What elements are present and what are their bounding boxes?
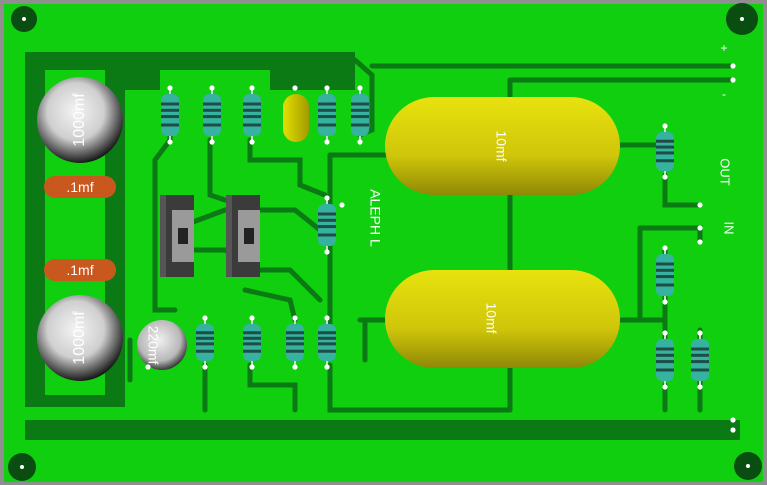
solder-pad [357,139,363,145]
solder-pad [249,85,255,91]
solder-pad [202,364,208,370]
solder-pad [292,315,298,321]
resistor [286,316,304,369]
solder-pad [730,63,736,69]
solder-pad [292,85,298,91]
solder-pad [662,299,668,305]
solder-pad [339,202,345,208]
solder-pad [167,139,173,145]
solder-pad [324,249,330,255]
solder-pad [697,384,703,390]
cap-label: .1mf [66,179,93,195]
resistor [318,196,336,254]
capacitor-0-1mf-bottom: .1mf [44,259,116,281]
resistor [691,331,709,389]
solder-pad [357,85,363,91]
solder-pad [324,364,330,370]
solder-pad [697,239,703,245]
solder-pad [249,315,255,321]
solder-pad [697,225,703,231]
solder-pad [209,85,215,91]
connector-in-label: IN [722,222,737,235]
solder-pad [324,85,330,91]
resistor [318,316,336,369]
resistor [196,316,214,369]
solder-pad [202,315,208,321]
solder-pad [209,139,215,145]
transistor-left [160,195,194,277]
connector-minus-label: - [722,87,726,101]
transistor-right [226,195,260,277]
connector-out-label: OUT [718,158,733,186]
capacitor-1000mf-top: 1000mf [37,77,123,163]
capacitor-220mf: 220mf [137,320,187,370]
resistor [203,86,221,144]
capacitor-10mf-top: 10mf [385,97,620,195]
solder-pad [697,330,703,336]
solder-pad [697,202,703,208]
solder-pad [730,427,736,433]
resistors [161,86,709,389]
resistor [318,86,336,144]
cap-label: 220mf [145,326,161,365]
solder-pad [730,417,736,423]
solder-pad [292,364,298,370]
capacitor-10mf-bottom: 10mf [385,270,620,368]
cap-label: .1mf [66,262,93,278]
solder-pad [324,139,330,145]
connector-plus-label: + [720,41,727,55]
resistor [656,246,674,304]
solder-pad [249,364,255,370]
board-title: ALEPH L [367,189,383,247]
cap-label: 10mf [493,130,509,161]
solder-pad [145,364,151,370]
resistor [161,86,179,144]
solder-pad [662,123,668,129]
solder-pad [249,139,255,145]
solder-pad [324,195,330,201]
capacitor-0-1mf-top: .1mf [44,176,116,198]
cap-label: 1000mf [71,93,88,147]
solder-pad [167,85,173,91]
solder-pads [145,63,736,433]
film-capacitor [283,94,309,142]
solder-pad [662,245,668,251]
resistor [243,86,261,144]
resistor [243,316,261,369]
resistor [656,331,674,389]
resistor [656,124,674,179]
solder-pad [662,330,668,336]
solder-pad [730,77,736,83]
solder-pad [662,384,668,390]
resistor [351,86,369,144]
cap-label: 1000mf [71,311,88,365]
solder-pad [662,174,668,180]
cap-label: 10mf [483,302,499,333]
capacitor-1000mf-bottom: 1000mf [37,295,123,381]
solder-pad [324,315,330,321]
